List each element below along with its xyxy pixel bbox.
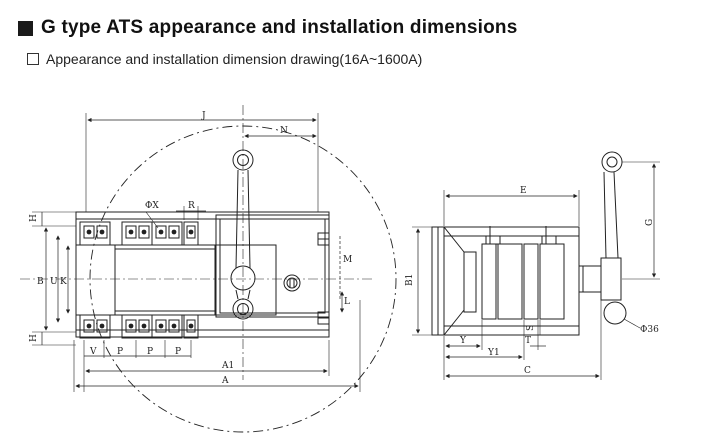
dim-label-h-bottom: H	[29, 334, 39, 342]
dim-label-k: K	[60, 277, 67, 287]
dim-label-j: J	[201, 111, 206, 121]
side-handle	[600, 151, 627, 325]
dim-label-y1: Y1	[487, 348, 500, 358]
position-indicator	[283, 274, 301, 292]
square-bullet-icon	[18, 20, 33, 36]
mount-clips-right	[317, 232, 330, 325]
subtitle-row: Appearance and installation dimension dr…	[27, 50, 422, 68]
side-view	[412, 151, 660, 380]
operating-mechanism-box	[215, 214, 330, 318]
dim-label-b1: B1	[405, 274, 415, 286]
dim-label-n: N	[280, 126, 288, 136]
dim-label-l: L	[344, 297, 350, 307]
page-title: G type ATS appearance and installation d…	[41, 17, 518, 38]
side-front-flange	[431, 226, 465, 336]
dim-label-h-top: H	[29, 214, 39, 222]
dim-label-phi36: Φ36	[640, 325, 659, 335]
dim-label-p2: P	[147, 347, 153, 357]
side-shaft	[578, 265, 602, 293]
dim-label-v: V	[89, 347, 97, 357]
dim-label-a1: A1	[221, 361, 234, 371]
dim-label-p3: P	[175, 347, 181, 357]
page-subtitle: Appearance and installation dimension dr…	[46, 51, 423, 67]
front-base-plate	[75, 211, 330, 338]
dim-label-u: U	[50, 277, 58, 287]
checkbox-bullet-icon	[27, 53, 39, 65]
dim-label-a: A	[221, 376, 229, 386]
dim-label-t: T	[525, 336, 531, 346]
dim-label-c: C	[524, 366, 531, 376]
dim-label-s: S	[526, 325, 536, 331]
dim-label-b: B	[37, 277, 44, 287]
top-terminals	[79, 221, 199, 246]
dim-label-phi-x: ΦX	[145, 201, 159, 211]
dim-label-y: Y	[459, 336, 467, 346]
dim-label-r: R	[188, 201, 195, 211]
dim-label-e: E	[520, 186, 527, 196]
dim-label-g: G	[645, 219, 655, 226]
dim-label-p1: P	[117, 347, 123, 357]
front-view	[20, 105, 397, 433]
title-row: G type ATS appearance and installation d…	[18, 16, 517, 40]
dim-label-m: M	[343, 255, 352, 265]
bottom-terminals	[79, 314, 199, 339]
